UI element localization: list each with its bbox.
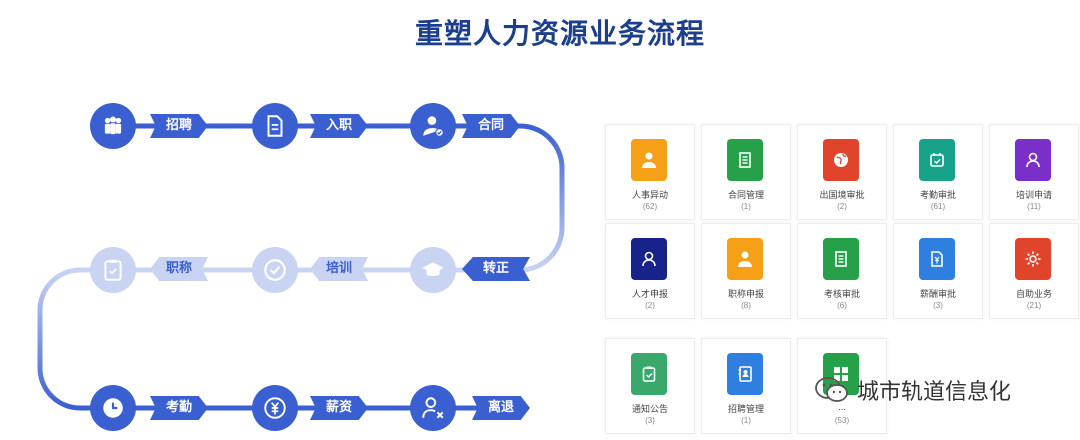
module-card[interactable]: 考勤审批 (61) [893,124,983,220]
module-name: 薪酬审批 [919,289,956,299]
step-label-onboard: 入职 [310,114,368,138]
flow-track [0,123,600,411]
module-card[interactable]: 招聘管理 (1) [701,338,791,434]
module-count: (8) [741,301,751,310]
people-icon [1015,139,1051,181]
step-label-recruit: 招聘 [150,114,208,138]
contact-book-icon [727,353,763,395]
module-card[interactable]: 自助业务 (21) [989,223,1079,319]
people-icon [631,238,667,280]
person-icon [727,238,763,280]
globe-icon [823,139,859,181]
module-name: 通知公告 [631,404,668,414]
module-card[interactable]: 出国境审批 (2) [797,124,887,220]
module-count: (1) [741,202,751,211]
watermark-text: 城市轨道信息化 [857,380,1012,405]
gear-icon [1015,238,1051,280]
module-count: (62) [642,202,658,211]
module-count: (3) [933,301,943,310]
step-label-retire: 离退 [472,396,530,420]
module-name: ... [838,402,846,412]
user-remove-icon [410,385,456,431]
clock-icon [90,385,136,431]
module-card[interactable]: 通知公告 (3) [605,338,695,434]
document-icon [252,103,298,149]
page-title: 重塑人力资源业务流程 [414,17,705,50]
clipboard-icon [90,247,136,293]
wechat-icon [815,377,848,402]
yuan-coin-icon [252,385,298,431]
module-count: (2) [837,202,847,211]
module-name: 自助业务 [1015,289,1052,299]
document-icon [823,238,859,280]
person-icon [631,139,667,181]
module-name: 人事异动 [631,190,668,200]
module-card[interactable]: 人才申报 (2) [605,223,695,319]
step-label-contract: 合同 [462,114,520,138]
module-card[interactable]: ... (53) [797,338,887,434]
step-label-salary: 薪资 [310,396,368,420]
module-count: (6) [837,301,847,310]
clipboard-icon [631,353,667,395]
module-card[interactable]: 薪酬审批 (3) [893,223,983,319]
module-count: (21) [1026,301,1042,310]
module-name: 人才申报 [631,289,668,299]
module-count: (11) [1027,202,1041,211]
module-count: (3) [645,416,655,425]
step-label-training: 培训 [310,257,368,281]
group-icon [90,103,136,149]
watermark: 城市轨道信息化 [815,374,1011,406]
step-label-regularize: 转正 [462,257,530,281]
graduation-cap-icon [410,247,456,293]
module-card[interactable]: 职称申报 (8) [701,223,791,319]
module-card[interactable]: 合同管理 (1) [701,124,791,220]
module-name: 考核审批 [823,289,860,299]
money-doc-icon [919,238,955,280]
step-label-attendance: 考勤 [150,396,208,420]
module-count: (2) [645,301,655,310]
module-name: 合同管理 [727,190,764,200]
check-circle-icon [252,247,298,293]
module-name: 招聘管理 [727,404,764,414]
user-check-icon [410,103,456,149]
module-card[interactable]: 考核审批 (6) [797,223,887,319]
module-name: 出国境审批 [819,190,865,200]
module-name: 考勤审批 [919,190,956,200]
document-icon [727,139,763,181]
module-card[interactable]: 培训申请 (11) [989,124,1079,220]
module-name: 培训申请 [1015,190,1052,200]
step-label-title: 职称 [150,257,208,281]
calendar-check-icon [919,139,955,181]
module-count: (61) [930,202,946,211]
module-name: 职称申报 [727,289,764,299]
module-count: (1) [741,416,751,425]
module-count: (53) [834,416,850,425]
module-card[interactable]: 人事异动 (62) [605,124,695,220]
